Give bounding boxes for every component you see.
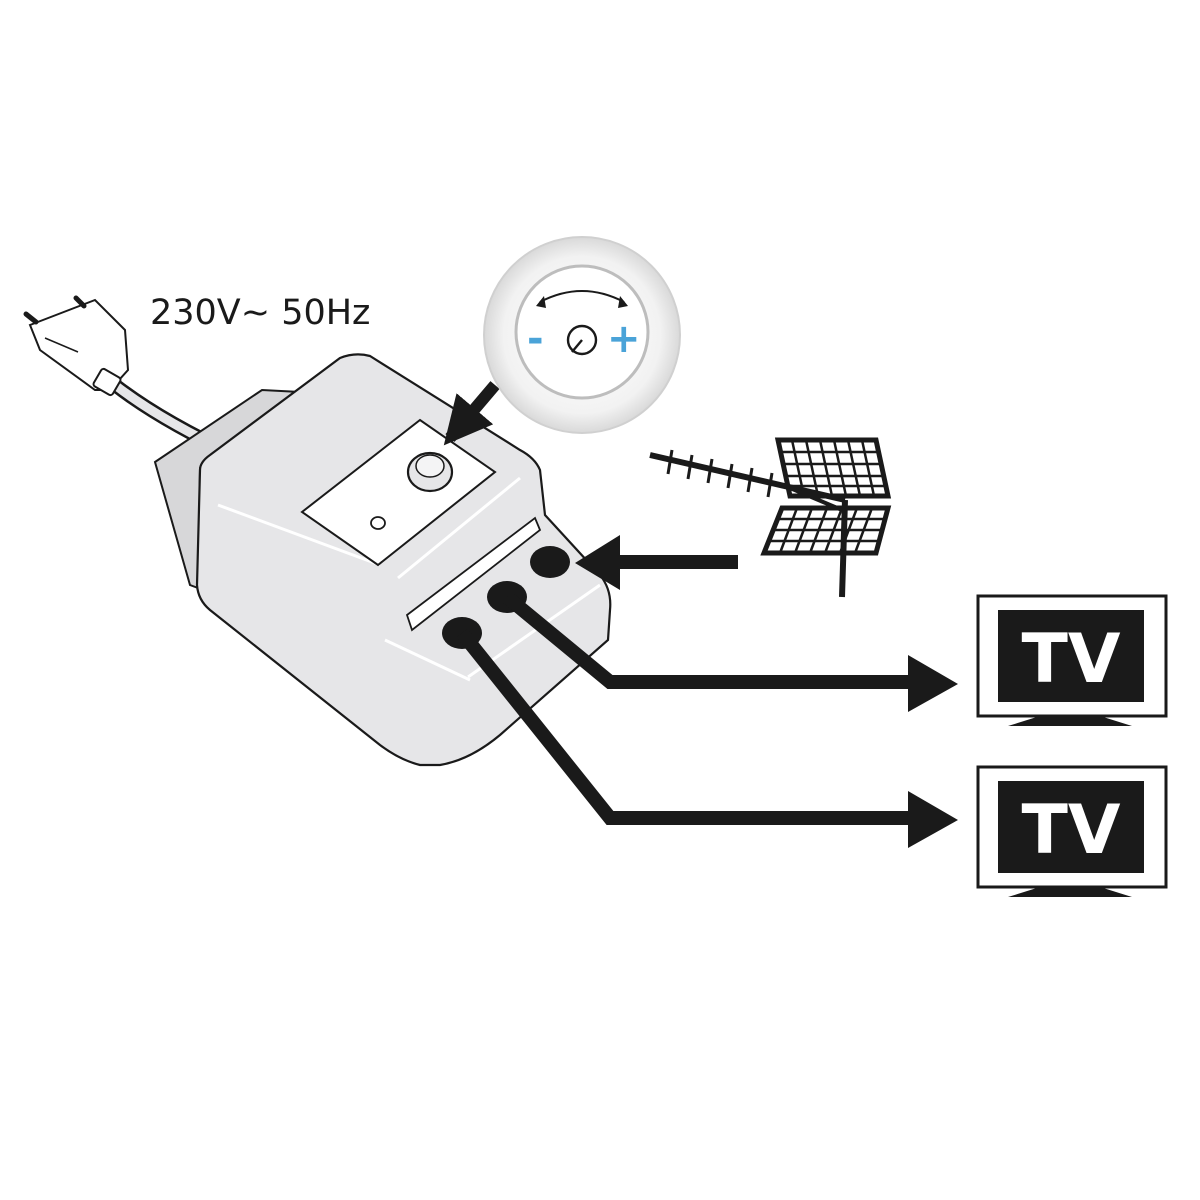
increase-symbol: + xyxy=(607,316,641,362)
gain-dial-callout: - + xyxy=(443,236,681,446)
tv-label-1: TV xyxy=(1021,620,1120,699)
tv-label-2: TV xyxy=(1021,791,1120,870)
tv-icon-1: TV xyxy=(976,594,1168,726)
antenna-input-port[interactable] xyxy=(530,546,570,578)
gain-knob[interactable] xyxy=(406,451,454,493)
tv-icon-2: TV xyxy=(976,765,1168,897)
tv-output-cable-1 xyxy=(502,591,958,712)
decrease-symbol: - xyxy=(527,316,544,362)
tv-amplifier-device xyxy=(153,353,612,767)
power-led xyxy=(370,516,386,530)
tv-output-cable-2 xyxy=(456,628,958,848)
antenna-icon xyxy=(649,437,892,598)
knob-icon xyxy=(566,324,598,356)
antenna-input-arrow xyxy=(575,535,738,590)
power-spec-label: 230V~ 50Hz xyxy=(150,293,370,333)
